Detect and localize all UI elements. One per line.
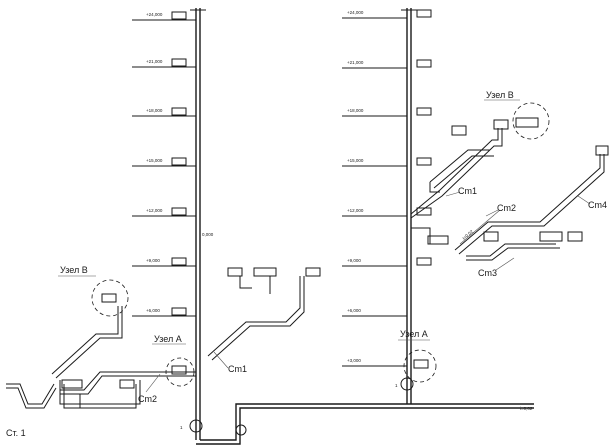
level-mark: +21,000 bbox=[347, 60, 364, 65]
left-level-5: +12,000 bbox=[132, 207, 196, 217]
right-level-4: +15,000 bbox=[342, 157, 432, 167]
right-level-5: +12,000 bbox=[342, 207, 432, 217]
left-riser: +24,000 +21,000 +18,000 +15,000 +12,000 … bbox=[132, 8, 214, 378]
cm2-label: Cm2 bbox=[138, 394, 157, 404]
detail-b-circle bbox=[512, 102, 550, 140]
left-branches: Cm1 Cm2 Узел B Узел A bbox=[6, 265, 321, 409]
level-mark: +6,000 bbox=[347, 308, 361, 313]
slope-note: i=0,02 bbox=[520, 406, 533, 411]
riser-number: 1 bbox=[180, 425, 183, 430]
level-mark: +18,000 bbox=[146, 108, 163, 113]
level-mark: +9,000 bbox=[347, 258, 361, 263]
right-level-7: +6,000 bbox=[342, 308, 407, 317]
cleanout-marker bbox=[235, 424, 247, 436]
level-mark: +24,000 bbox=[347, 10, 364, 15]
left-level-6: +9,000 bbox=[132, 257, 196, 267]
figure-tag: Ст. 1 bbox=[6, 428, 26, 438]
right-level-1: +24,000 bbox=[342, 9, 432, 19]
left-level-2: +21,000 bbox=[132, 58, 196, 68]
detail-b-label: Узел B bbox=[60, 265, 88, 275]
detail-a-circle bbox=[165, 357, 195, 387]
left-level-1: +24,000 bbox=[132, 11, 196, 21]
cm4-label: Cm4 bbox=[588, 200, 607, 210]
level-mark: +6,000 bbox=[146, 308, 160, 313]
right-detail-a: Узел A bbox=[398, 329, 437, 383]
level-mark: +15,000 bbox=[146, 158, 163, 163]
detail-b-label: Узел B bbox=[486, 90, 514, 100]
level-mark: +9,000 bbox=[146, 258, 160, 263]
level-mark: +15,000 bbox=[347, 158, 364, 163]
riser-number: 1 bbox=[395, 383, 398, 388]
level-mark: +21,000 bbox=[146, 59, 163, 64]
riser-marker bbox=[189, 419, 203, 433]
detail-a-circle bbox=[403, 349, 437, 383]
level-mark: +12,000 bbox=[347, 208, 364, 213]
level-mark: +18,000 bbox=[347, 108, 364, 113]
level-mark: +24,000 bbox=[146, 12, 163, 17]
right-branches: i=0,02 Cm1 Cm2 Cm3 Cm4 Узел B bbox=[410, 90, 609, 278]
right-level-6: +9,000 bbox=[342, 257, 432, 267]
cm1-label: Cm1 bbox=[458, 186, 477, 196]
left-level-4: +15,000 bbox=[132, 157, 196, 167]
right-level-3: +18,000 bbox=[342, 107, 432, 117]
left-level-7: +6,000 bbox=[132, 307, 196, 317]
left-level-3: +18,000 bbox=[132, 107, 196, 117]
detail-a-label: Узел A bbox=[400, 329, 428, 339]
level-mark: +12,000 bbox=[146, 208, 163, 213]
level-mark: +3,000 bbox=[347, 358, 361, 363]
detail-a-label: Узел A bbox=[154, 334, 182, 344]
cm3-label: Cm3 bbox=[478, 268, 497, 278]
riser-marker bbox=[400, 377, 414, 391]
right-riser: +24,000 +21,000 +18,000 +15,000 +12,000 … bbox=[342, 8, 432, 384]
pipe-mark: 0,000 bbox=[202, 232, 214, 237]
cm1-label: Cm1 bbox=[228, 364, 247, 374]
detail-b-circle bbox=[91, 279, 129, 317]
main-collector: i=0,02 1 1 bbox=[180, 377, 534, 445]
cm2-label: Cm2 bbox=[497, 203, 516, 213]
right-level-2: +21,000 bbox=[342, 59, 432, 69]
right-level-8: +3,000 bbox=[342, 358, 407, 367]
